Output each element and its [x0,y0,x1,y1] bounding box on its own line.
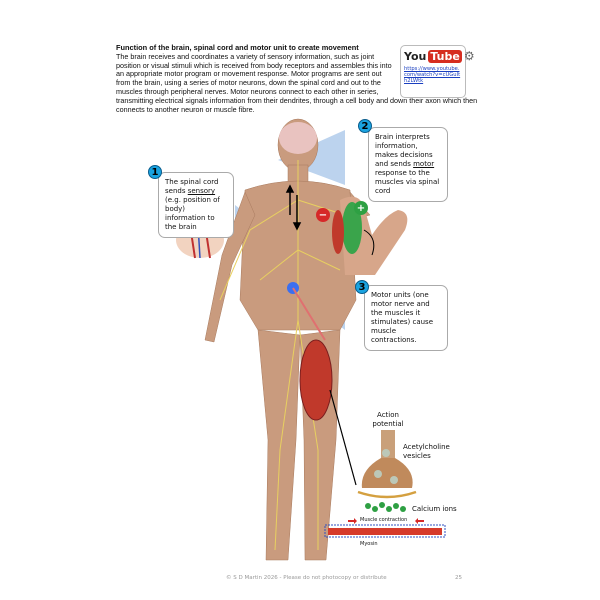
bicep-muscle [342,202,362,254]
step-2-badge: 2 [358,119,372,133]
contraction-arrow-right [348,518,357,524]
label-myosin: Myosin [360,541,378,547]
tricep-muscle [332,210,344,254]
plus-sign-icon [354,201,368,215]
page-number: 25 [455,575,462,581]
footer-copyright: © S D Martin 2026 - Please do not photoc… [226,575,387,581]
label-action-potential: Action potential [372,411,404,428]
label-calcium-ions: Calcium ions [412,505,457,513]
youtube-link[interactable]: https://www.youtube.com/watch?v=cUGuIth2… [404,66,461,84]
step-1-badge: 1 [148,165,162,179]
leg-muscle [299,339,333,421]
contraction-arrow-left [415,518,424,524]
label-acetylcholine: Acetylcholine vesicles [403,443,450,460]
label-muscle-contraction: Muscle contraction [360,517,408,523]
callout-3: Motor units (one motor nerve and the mus… [364,285,448,351]
minus-sign: − [319,210,327,221]
intro-paragraph: The brain receives and coordinates a var… [116,51,478,114]
film-reel-icon: ⚙ [463,49,475,63]
callout-1: The spinal cord sends sensory (e.g. posi… [158,172,234,238]
signal-arrows [285,184,302,231]
minus-sign-icon [316,208,330,222]
plus-sign: + [357,203,365,214]
synapse-diagram [324,430,446,538]
flexion-arc [363,229,375,256]
nerves [219,160,346,551]
callout-2: Brain interprets information, makes deci… [368,127,448,202]
step-3-badge: 3 [355,280,369,294]
page-title: Function of the brain, spinal cord and m… [116,43,359,52]
intro-text: Function of the brain, spinal cord and m… [116,43,488,114]
brain [279,122,317,154]
